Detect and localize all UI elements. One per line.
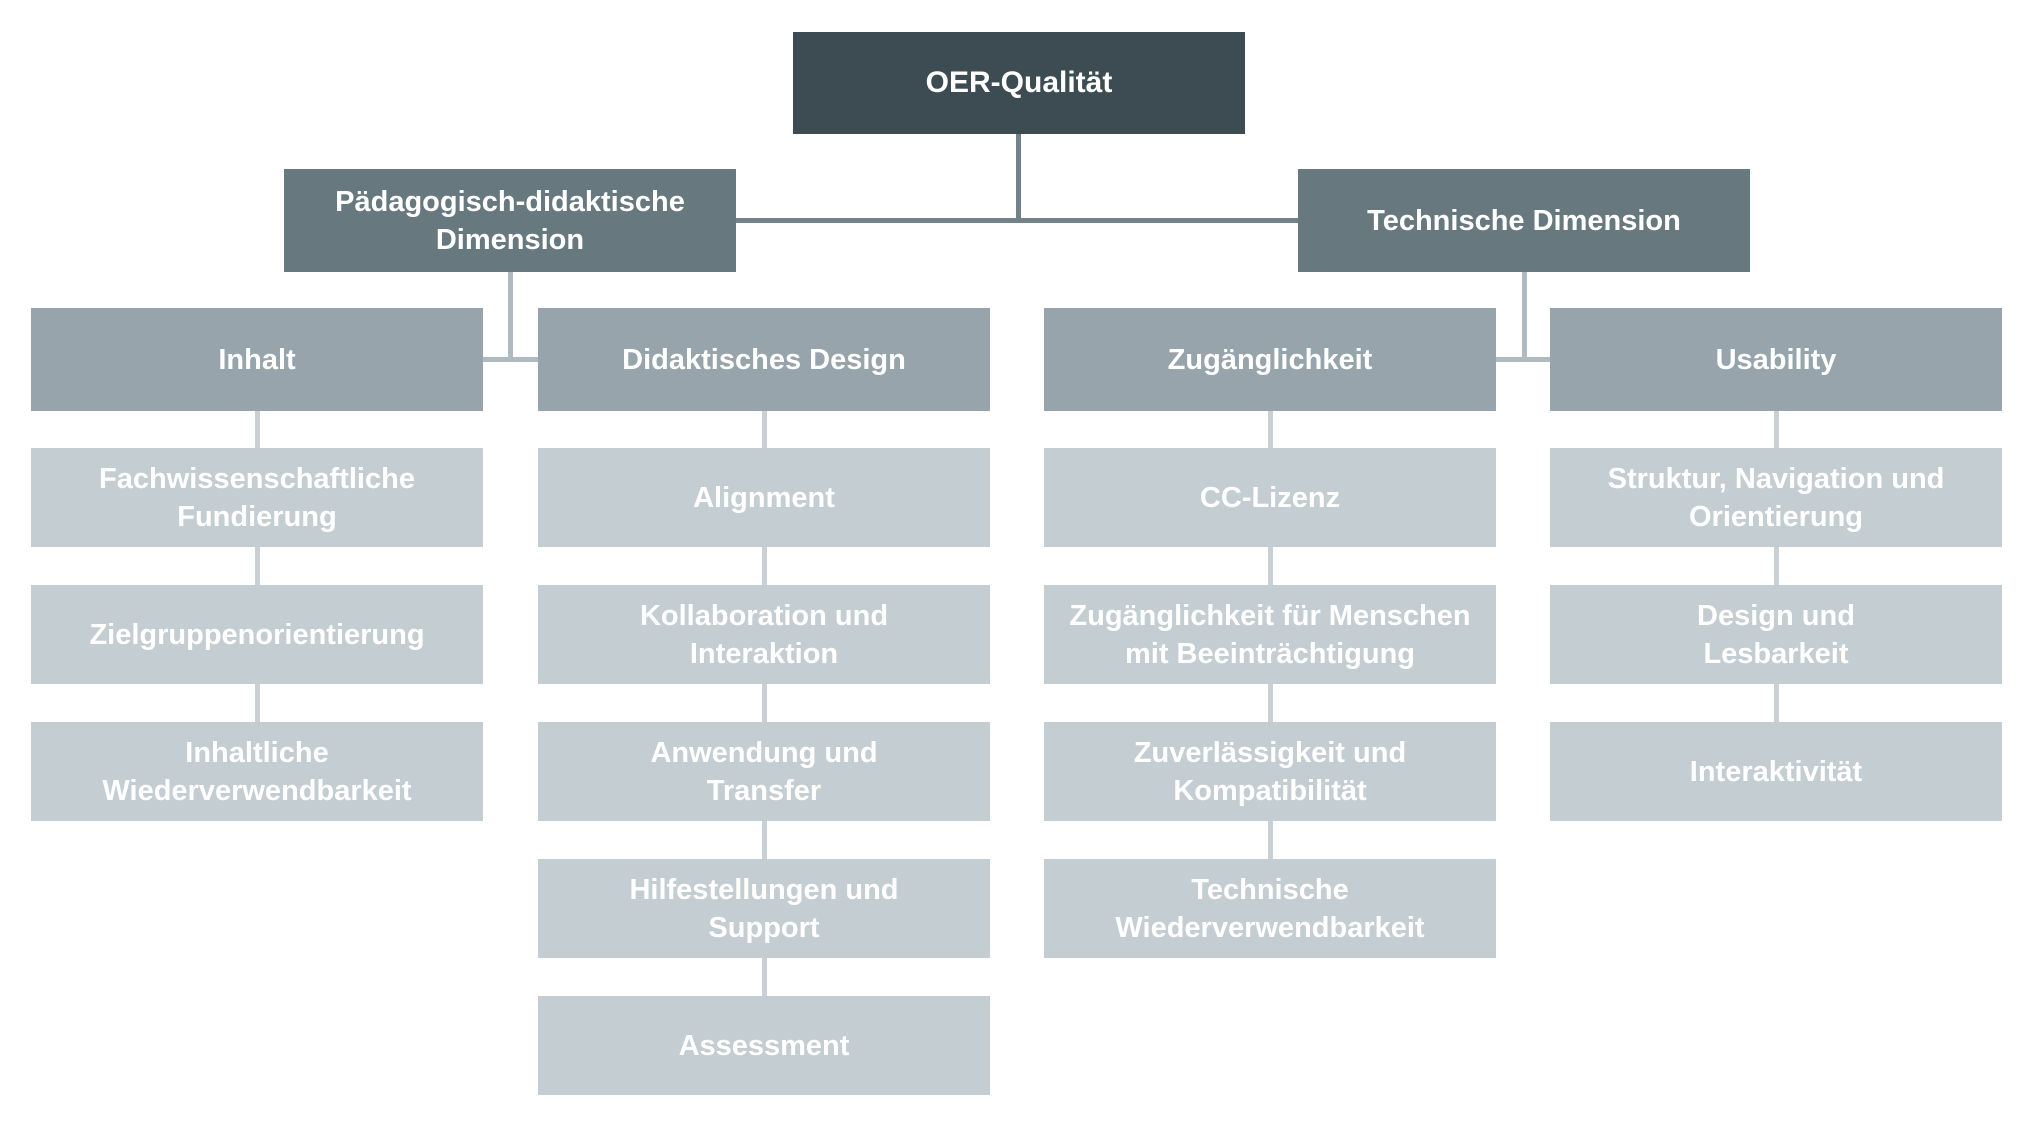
connector-dim2-horizontal (1496, 357, 1550, 362)
criterion-box: Design und Lesbarkeit (1550, 585, 2002, 684)
criterion-label: Assessment (678, 1029, 850, 1062)
criterion-label: Zuverlässigkeit und Kompatibilität (1133, 736, 1407, 807)
category-header-usability: Usability (1550, 308, 2002, 411)
criterion-label: Zugänglichkeit für Menschen mit Beeinträ… (1069, 599, 1471, 670)
connector-line (762, 821, 767, 859)
criterion-label: Design und Lesbarkeit (1697, 599, 1855, 670)
criterion-box: Hilfestellungen und Support (538, 859, 990, 958)
connector-line (1268, 411, 1273, 448)
criterion-box: Fachwissenschaftliche Fundierung (31, 448, 483, 547)
dimension-label: Technische Dimension (1367, 204, 1681, 237)
connector-line (255, 547, 260, 585)
criterion-label: Struktur, Navigation und Orientierung (1607, 462, 1945, 533)
connector-line (1774, 684, 1779, 722)
criterion-label: Zielgruppenorientierung (89, 618, 425, 651)
criterion-box: Zuverlässigkeit und Kompatibilität (1044, 722, 1496, 821)
category-label: Didaktisches Design (622, 343, 906, 376)
connector-line (1268, 821, 1273, 859)
connector-dim1-vertical (508, 272, 513, 362)
criterion-label: CC-Lizenz (1199, 481, 1341, 514)
root-label: OER-Qualität (925, 66, 1113, 99)
criterion-label: Hilfestellungen und Support (629, 873, 899, 944)
connector-line (255, 411, 260, 448)
connector-line (1268, 547, 1273, 585)
connector-line (762, 684, 767, 722)
criterion-box: Alignment (538, 448, 990, 547)
dimension-box-technisch: Technische Dimension (1298, 169, 1750, 272)
criterion-box: Inhaltliche Wiederverwendbarkeit (31, 722, 483, 821)
criterion-box: Kollaboration und Interaktion (538, 585, 990, 684)
connector-line (1774, 547, 1779, 585)
connector-dim2-vertical (1522, 272, 1527, 362)
category-header-zugaenglichkeit: Zugänglichkeit (1044, 308, 1496, 411)
criterion-box: Technische Wiederverwendbarkeit (1044, 859, 1496, 958)
criterion-box: Interaktivität (1550, 722, 2002, 821)
category-label: Zugänglichkeit (1167, 343, 1373, 376)
criterion-label: Fachwissenschaftliche Fundierung (99, 462, 415, 533)
dimension-box-paedagogisch-didaktisch: Pädagogisch-didaktische Dimension (284, 169, 736, 272)
criterion-label: Alignment (693, 481, 835, 514)
criterion-box: Zugänglichkeit für Menschen mit Beeinträ… (1044, 585, 1496, 684)
connector-line (762, 411, 767, 448)
criterion-label: Kollaboration und Interaktion (639, 599, 889, 670)
criterion-label: Technische Wiederverwendbarkeit (1115, 873, 1425, 944)
connector-line (762, 958, 767, 996)
category-header-didaktisches-design: Didaktisches Design (538, 308, 990, 411)
criterion-label: Anwendung und Transfer (650, 736, 878, 807)
criterion-label: Interaktivität (1689, 755, 1863, 788)
connector-line (762, 547, 767, 585)
dimension-label: Pädagogisch-didaktische Dimension (335, 185, 685, 256)
connector-dimensions-horizontal (736, 218, 1298, 223)
criterion-box: Assessment (538, 996, 990, 1095)
category-label: Usability (1715, 343, 1837, 376)
criterion-label: Inhaltliche Wiederverwendbarkeit (102, 736, 412, 807)
connector-line (255, 684, 260, 722)
connector-root-vertical (1016, 134, 1021, 222)
category-header-inhalt: Inhalt (31, 308, 483, 411)
root-box: OER-Qualität (793, 32, 1245, 134)
connector-line (1774, 411, 1779, 448)
criterion-box: Struktur, Navigation und Orientierung (1550, 448, 2002, 547)
criterion-box: Anwendung und Transfer (538, 722, 990, 821)
connector-line (1268, 684, 1273, 722)
connector-dim1-horizontal (483, 357, 538, 362)
category-label: Inhalt (218, 343, 296, 376)
criterion-box: CC-Lizenz (1044, 448, 1496, 547)
criterion-box: Zielgruppenorientierung (31, 585, 483, 684)
